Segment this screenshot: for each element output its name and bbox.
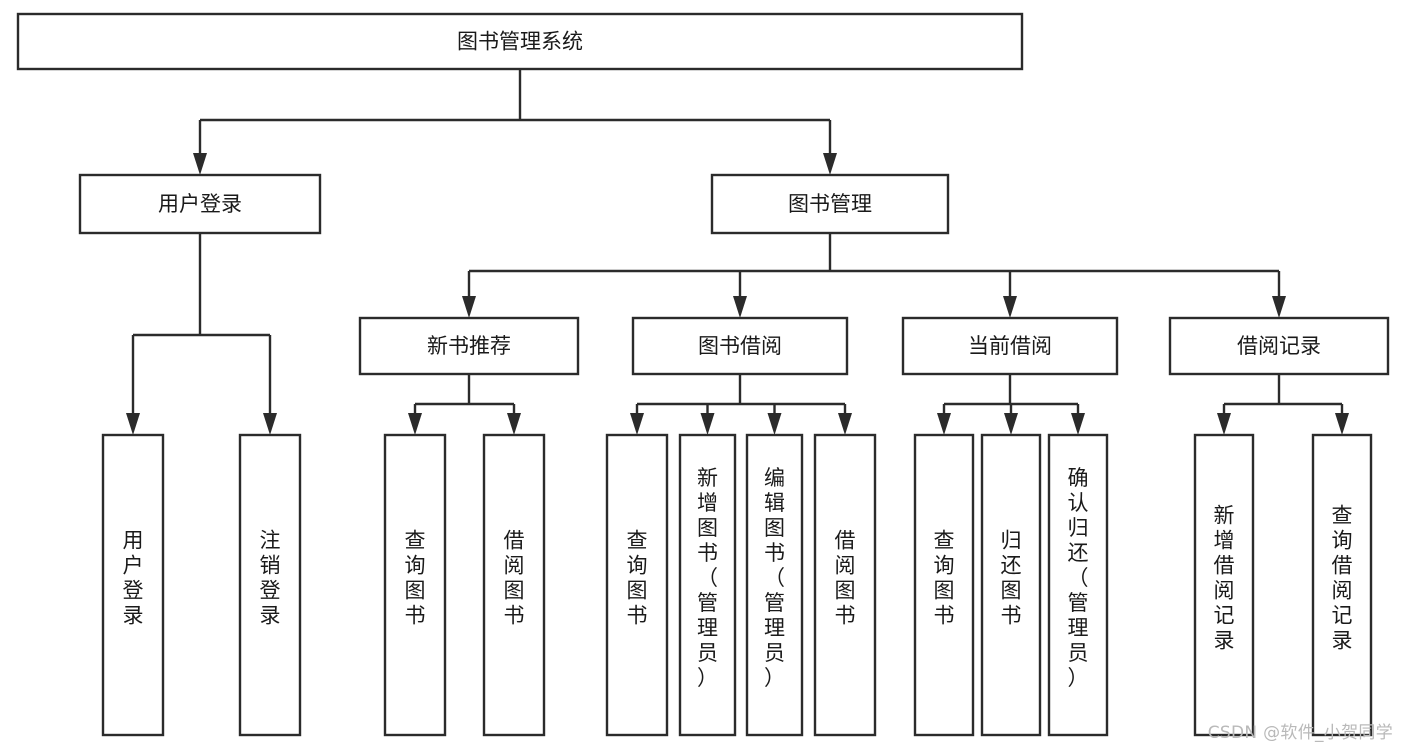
node-leaf-query-book-rec[interactable]: 查询图书 — [383, 433, 447, 737]
arrow-head-icon — [507, 413, 521, 435]
node-label-leaf-add-book-admin: 新增图书（管理员） — [697, 466, 718, 690]
node-box-leaf-user-logout — [238, 433, 302, 737]
arrow-head-icon — [193, 153, 207, 175]
node-box-book-manage — [710, 173, 950, 235]
node-leaf-add-book-admin[interactable]: 新增图书（管理员） — [678, 433, 737, 737]
node-label-leaf-borrow-book-bor: 借阅图书 — [835, 529, 856, 628]
node-leaf-edit-book-admin[interactable]: 编辑图书（管理员） — [745, 433, 804, 737]
arrow-head-icon — [823, 153, 837, 175]
edge-group-user-login — [126, 233, 277, 435]
node-label-leaf-edit-book-admin: 编辑图书（管理员） — [764, 466, 785, 690]
node-label-leaf-query-book-bor: 查询图书 — [627, 529, 648, 628]
node-leaf-query-book-bor[interactable]: 查询图书 — [605, 433, 669, 737]
node-new-book-recommend[interactable]: 新书推荐 — [358, 316, 580, 376]
arrow-head-icon — [937, 413, 951, 435]
node-leaf-borrow-book-bor[interactable]: 借阅图书 — [813, 433, 877, 737]
node-leaf-user-logout[interactable]: 注销登录 — [238, 433, 302, 737]
node-root[interactable]: 图书管理系统 — [16, 12, 1024, 71]
node-label-user-login: 用户登录 — [158, 192, 242, 216]
node-label-new-book-recommend: 新书推荐 — [427, 334, 511, 358]
arrow-head-icon — [1003, 296, 1017, 318]
node-label-current-borrow: 当前借阅 — [968, 334, 1052, 358]
node-borrow-record[interactable]: 借阅记录 — [1168, 316, 1390, 376]
node-box-book-borrow — [631, 316, 849, 376]
node-label-leaf-return-book: 归还图书 — [1001, 529, 1022, 628]
node-box-leaf-confirm-return-admin — [1047, 433, 1109, 737]
node-box-leaf-return-book — [980, 433, 1042, 737]
node-box-leaf-query-borrow-record — [1311, 433, 1373, 737]
node-box-leaf-query-book-cur — [913, 433, 975, 737]
node-leaf-return-book[interactable]: 归还图书 — [980, 433, 1042, 737]
node-label-root: 图书管理系统 — [457, 30, 583, 54]
arrow-head-icon — [1071, 413, 1085, 435]
arrow-head-icon — [767, 413, 782, 435]
node-leaf-query-borrow-record[interactable]: 查询借阅记录 — [1311, 433, 1373, 737]
node-box-current-borrow — [901, 316, 1119, 376]
node-label-leaf-user-login: 用户登录 — [123, 529, 144, 628]
node-label-leaf-query-borrow-record: 查询借阅记录 — [1332, 504, 1353, 653]
connector-layer — [126, 69, 1349, 435]
node-box-leaf-add-borrow-record — [1193, 433, 1255, 737]
arrow-head-icon — [1217, 413, 1231, 435]
node-book-borrow[interactable]: 图书借阅 — [631, 316, 849, 376]
edge-group-book-manage — [462, 233, 1286, 318]
arrow-head-icon — [1335, 413, 1349, 435]
node-leaf-confirm-return-admin[interactable]: 确认归还（管理员） — [1047, 433, 1109, 737]
node-box-leaf-edit-book-admin — [745, 433, 804, 737]
node-label-book-borrow: 图书借阅 — [698, 334, 782, 358]
node-layer: 图书管理系统用户登录图书管理新书推荐图书借阅当前借阅借阅记录用户登录注销登录查询… — [16, 12, 1390, 737]
node-box-leaf-borrow-book-rec — [482, 433, 546, 737]
node-box-borrow-record — [1168, 316, 1390, 376]
arrow-head-icon — [408, 413, 422, 435]
node-box-leaf-query-book-rec — [383, 433, 447, 737]
node-box-leaf-user-login — [101, 433, 165, 737]
node-box-root — [16, 12, 1024, 71]
node-leaf-add-borrow-record[interactable]: 新增借阅记录 — [1193, 433, 1255, 737]
edge-group-new-book-recommend — [408, 374, 521, 435]
node-box-user-login — [78, 173, 322, 235]
node-label-leaf-user-logout: 注销登录 — [260, 529, 281, 628]
node-box-new-book-recommend — [358, 316, 580, 376]
arrow-head-icon — [263, 413, 277, 435]
arrow-head-icon — [1004, 413, 1018, 435]
edge-group-root — [193, 69, 837, 175]
node-label-leaf-borrow-book-rec: 借阅图书 — [504, 529, 525, 628]
arrow-head-icon — [700, 413, 715, 435]
node-label-leaf-add-borrow-record: 新增借阅记录 — [1214, 504, 1235, 653]
node-box-leaf-add-book-admin — [678, 433, 737, 737]
node-book-manage[interactable]: 图书管理 — [710, 173, 950, 235]
node-label-borrow-record: 借阅记录 — [1237, 334, 1321, 358]
node-leaf-borrow-book-rec[interactable]: 借阅图书 — [482, 433, 546, 737]
arrow-head-icon — [1272, 296, 1286, 318]
node-box-leaf-query-book-bor — [605, 433, 669, 737]
node-current-borrow[interactable]: 当前借阅 — [901, 316, 1119, 376]
node-label-leaf-query-book-cur: 查询图书 — [934, 529, 955, 628]
arrow-head-icon — [462, 296, 476, 318]
edge-group-current-borrow — [937, 374, 1085, 435]
edge-group-book-borrow — [630, 374, 852, 435]
arrow-head-icon — [126, 413, 140, 435]
node-label-leaf-query-book-rec: 查询图书 — [405, 529, 426, 628]
node-user-login[interactable]: 用户登录 — [78, 173, 322, 235]
node-leaf-query-book-cur[interactable]: 查询图书 — [913, 433, 975, 737]
edge-group-borrow-record — [1217, 374, 1349, 435]
arrow-head-icon — [630, 413, 644, 435]
arrow-head-icon — [733, 296, 747, 318]
node-box-leaf-borrow-book-bor — [813, 433, 877, 737]
node-label-leaf-confirm-return-admin: 确认归还（管理员） — [1068, 466, 1089, 690]
arrow-head-icon — [838, 413, 852, 435]
node-leaf-user-login[interactable]: 用户登录 — [101, 433, 165, 737]
node-label-book-manage: 图书管理 — [788, 192, 872, 216]
